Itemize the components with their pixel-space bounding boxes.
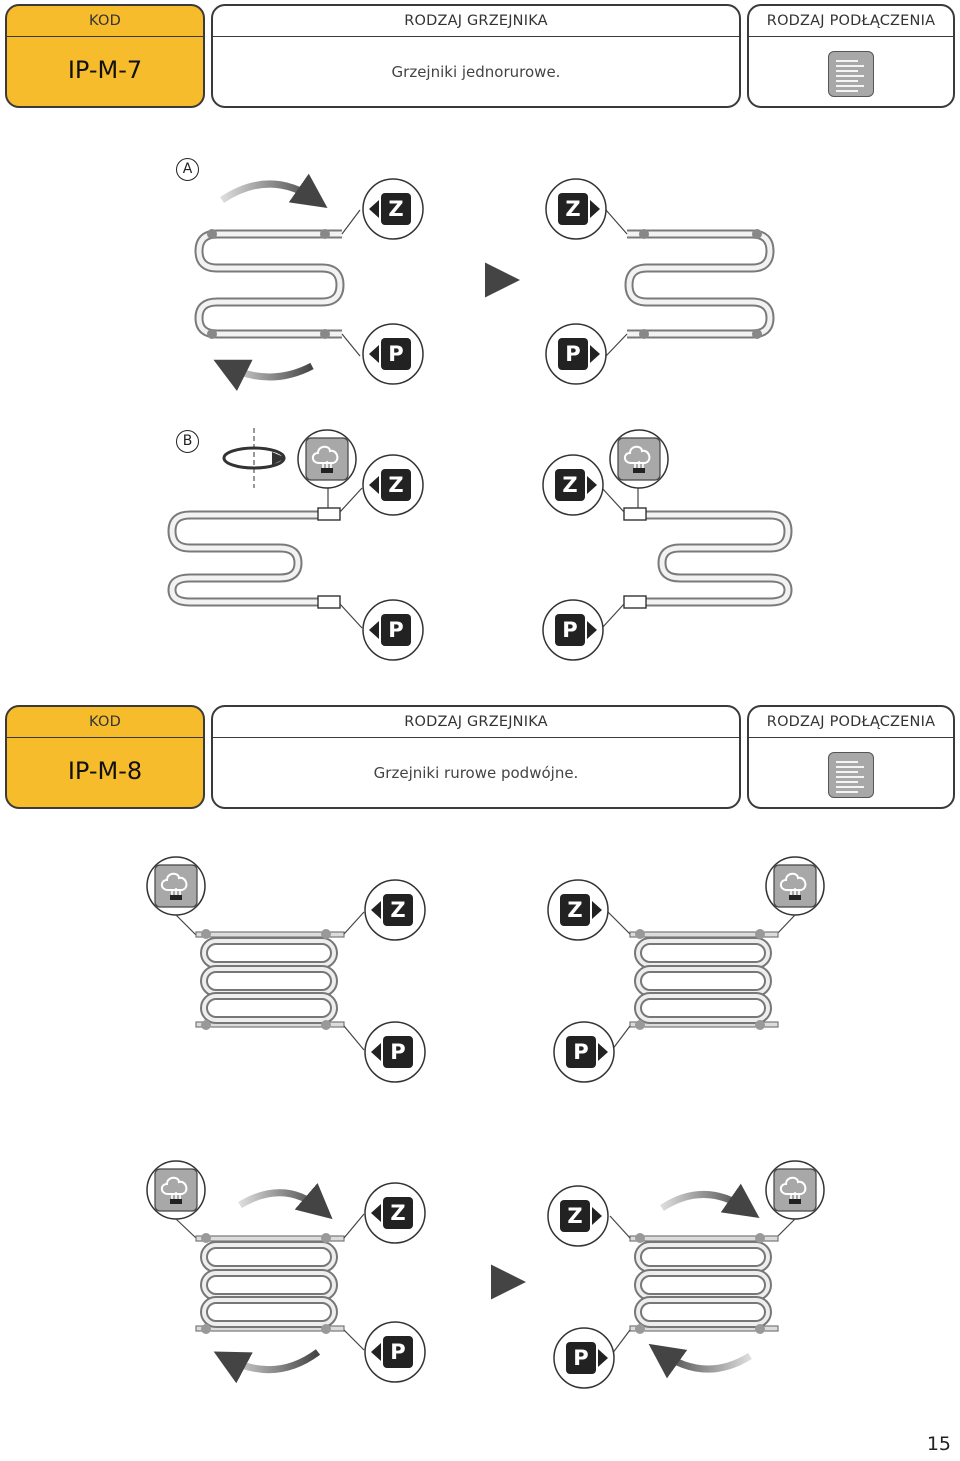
radiator-type-label: RODZAJ GRZEJNIKA bbox=[213, 707, 739, 738]
electric-heater-icon bbox=[765, 1160, 825, 1220]
radiator-type-box: RODZAJ GRZEJNIKA Grzejniki rurowe podwój… bbox=[211, 705, 741, 809]
radiator-type-value: Grzejniki rurowe podwójne. bbox=[373, 764, 579, 782]
double-tube-radiator bbox=[196, 929, 344, 1030]
section-b-diagram bbox=[167, 428, 793, 661]
double-tube-radiator bbox=[630, 1233, 778, 1334]
supply-badge-letter: Z bbox=[390, 1201, 406, 1225]
kod-label: KOD bbox=[7, 707, 203, 738]
radiator-connection-icon bbox=[828, 752, 874, 798]
rotation-axis-icon bbox=[222, 428, 286, 488]
supply-badge-letter: Z bbox=[388, 197, 404, 221]
supply-badge-letter: Z bbox=[567, 1204, 583, 1228]
return-badge-letter: P bbox=[390, 1340, 406, 1364]
curved-arrow-icon bbox=[660, 1183, 760, 1219]
ip-m-8-diagram-1 bbox=[146, 856, 825, 1083]
kod-value: IP-M-8 bbox=[67, 757, 143, 785]
electric-heater-icon bbox=[146, 856, 206, 916]
connection-type-label: RODZAJ PODŁĄCZENIA bbox=[749, 6, 953, 37]
curved-arrow-icon bbox=[220, 173, 328, 208]
header-ip-m-7: KOD IP-M-7 RODZAJ GRZEJNIKA Grzejniki je… bbox=[5, 4, 955, 112]
connection-type-label: RODZAJ PODŁĄCZENIA bbox=[749, 707, 953, 738]
radiator-type-value: Grzejniki jednorurowe. bbox=[391, 63, 561, 81]
supply-badge-letter: Z bbox=[562, 473, 578, 497]
header-ip-m-8: KOD IP-M-8 RODZAJ GRZEJNIKA Grzejniki ru… bbox=[5, 705, 955, 813]
single-tube-radiator bbox=[627, 229, 770, 339]
connection-type-box: RODZAJ PODŁĄCZENIA bbox=[747, 4, 955, 108]
single-tube-radiator bbox=[199, 229, 342, 339]
return-badge-letter: P bbox=[388, 342, 404, 366]
return-badge-letter: P bbox=[388, 618, 404, 642]
curved-arrow-icon bbox=[213, 359, 314, 392]
ip-m-8-diagram-2 bbox=[146, 1160, 825, 1389]
radiator-connection-icon bbox=[828, 51, 874, 97]
double-tube-radiator bbox=[630, 929, 778, 1030]
page-number: 15 bbox=[926, 1433, 951, 1455]
connection-type-box: RODZAJ PODŁĄCZENIA bbox=[747, 705, 955, 809]
kod-value: IP-M-7 bbox=[67, 56, 143, 84]
return-badge-letter: P bbox=[573, 1346, 589, 1370]
kod-box: KOD IP-M-8 bbox=[5, 705, 205, 809]
radiator-type-box: RODZAJ GRZEJNIKA Grzejniki jednorurowe. bbox=[211, 4, 741, 108]
curved-arrow-icon bbox=[213, 1349, 321, 1384]
supply-badge-letter: Z bbox=[567, 898, 583, 922]
return-badge-letter: P bbox=[573, 1040, 589, 1064]
return-badge-letter: P bbox=[390, 1040, 406, 1064]
supply-badge-letter: Z bbox=[388, 473, 404, 497]
double-tube-radiator bbox=[196, 1233, 344, 1334]
curved-arrow-icon bbox=[648, 1343, 752, 1379]
return-badge-letter: P bbox=[562, 618, 578, 642]
return-badge-letter: P bbox=[565, 342, 581, 366]
single-tube-radiator bbox=[630, 510, 793, 607]
supply-badge-letter: Z bbox=[390, 898, 406, 922]
section-a-diagram bbox=[199, 173, 770, 392]
section-a-marker: A bbox=[176, 158, 199, 181]
kod-box: KOD IP-M-7 bbox=[5, 4, 205, 108]
supply-badge-letter: Z bbox=[565, 197, 581, 221]
section-b-marker: B bbox=[176, 430, 199, 453]
single-tube-radiator bbox=[167, 510, 330, 607]
electric-heater-icon bbox=[146, 1160, 206, 1220]
kod-label: KOD bbox=[7, 6, 203, 37]
electric-heater-icon bbox=[765, 856, 825, 916]
curved-arrow-icon bbox=[238, 1183, 333, 1220]
electric-heater-icon bbox=[297, 429, 357, 489]
radiator-type-label: RODZAJ GRZEJNIKA bbox=[213, 6, 739, 37]
electric-heater-icon bbox=[609, 429, 669, 489]
